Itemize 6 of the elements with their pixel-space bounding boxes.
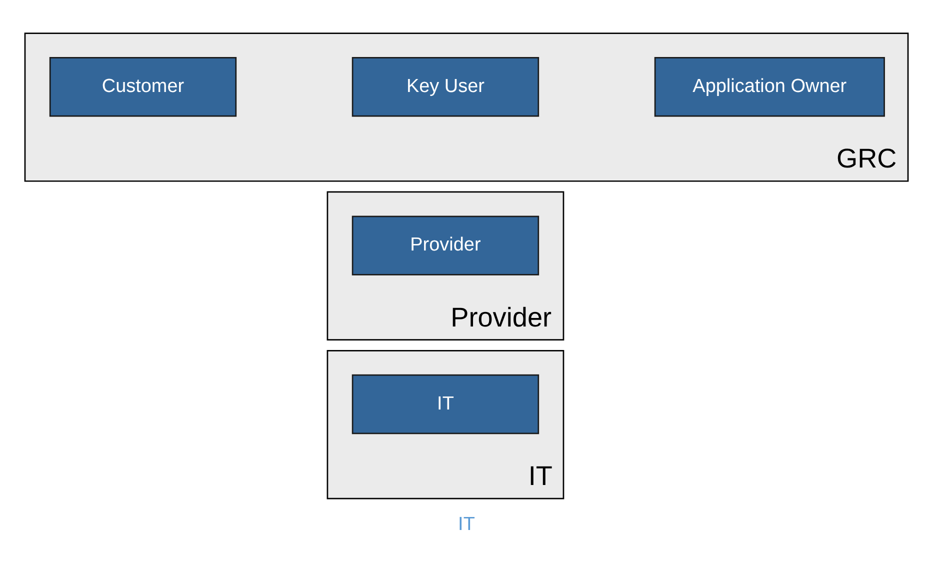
node-box: Key User	[352, 56, 540, 116]
node-box: Provider	[352, 215, 540, 275]
caption: IT	[458, 513, 475, 534]
node-box: Application Owner	[654, 56, 885, 116]
node-box: IT	[352, 374, 540, 434]
node-box: Customer	[49, 56, 237, 116]
